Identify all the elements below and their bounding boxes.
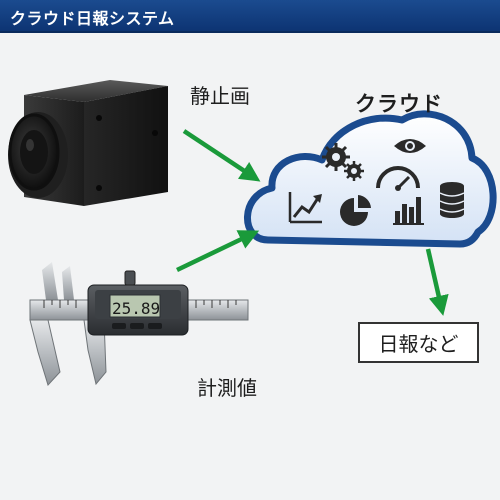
cloud-label: クラウド — [355, 92, 443, 116]
caliper-image — [29, 262, 249, 386]
bar-chart-icon — [393, 197, 424, 225]
arrow-cloud-to-output — [425, 248, 449, 316]
output-label: 日報など — [378, 332, 459, 356]
pie-chart-icon — [340, 195, 371, 226]
page-title: クラウド日報システム — [10, 9, 175, 28]
arrow-camera-to-cloud — [182, 129, 261, 182]
still-image-label: 静止画 — [190, 84, 250, 108]
gauge-icon — [376, 166, 420, 191]
measurement-label: 計測値 — [197, 376, 257, 400]
arrow-caliper-to-cloud — [176, 230, 260, 273]
output-box: 日報など — [358, 322, 479, 363]
gears-icon — [322, 143, 364, 181]
cloud-shape — [244, 110, 497, 248]
trend-chart-icon — [288, 192, 322, 224]
caliper-display-value: 25.89 — [112, 299, 161, 318]
title-bar: クラウド日報システム — [0, 0, 500, 33]
database-icon — [439, 182, 465, 218]
eye-icon — [394, 139, 426, 153]
camera-image — [8, 80, 168, 206]
